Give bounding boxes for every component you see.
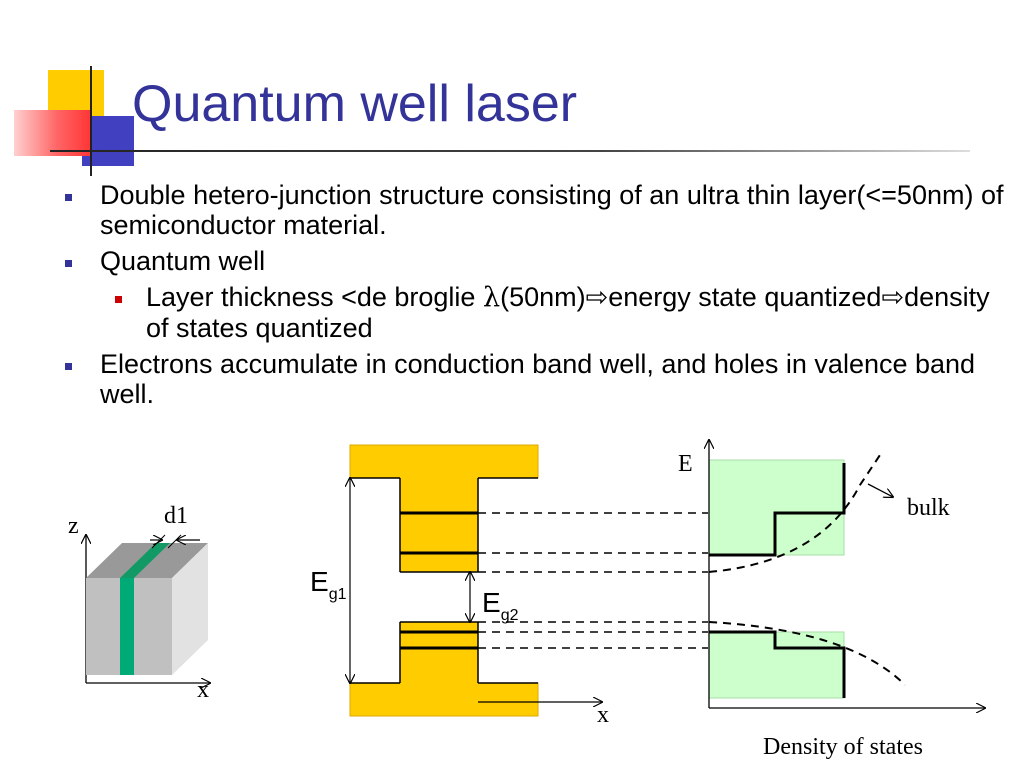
layer-top-face [120,543,170,578]
dos-axis-label: Density of states [763,734,923,760]
bullet-item: Double hetero-junction structure consist… [60,180,1010,240]
level-connectors [478,512,708,649]
deco-vertical-line [90,66,92,176]
block-side-face [172,543,208,675]
eg2-label: Eg2 [482,587,519,624]
bullet-item: Electrons accumulate in conduction band … [60,349,1010,409]
slide-title: Quantum well laser [132,75,578,133]
sub-bullet-marker [115,296,122,303]
bullet-marker [65,260,72,267]
lambda-symbol: λ [482,282,501,313]
z-label: z [68,513,79,539]
bulk-label: bulk [907,495,950,521]
bullet-marker [65,363,72,370]
bullet-text: Double hetero-junction structure consist… [100,180,1004,240]
band-diagram: Eg1 Eg2 x [310,444,609,728]
d1-label: d1 [164,503,188,529]
d1-tick [151,534,166,549]
bullet-text: Electrons accumulate in conduction band … [100,349,976,409]
deco-red-square [14,110,92,156]
bullet-text: Quantum well [100,246,266,276]
bullet-marker [65,194,72,201]
bullet-item: Quantum well [60,246,1010,276]
layer-block-figure: z d1 x [68,503,210,703]
sub-bullet-text: Layer thickness <de broglie λ(50nm)⇨ener… [146,282,990,343]
density-of-states-plot: E bulk Density of states [678,440,985,760]
dos-staircase-conduction [709,463,846,557]
d1-tick [167,534,182,549]
quantum-well-layer [120,578,134,675]
deco-horizontal-line [50,150,970,152]
bulk-curve-conduction [708,454,881,573]
bulk-pointer-arrow [867,483,893,497]
x-label: x [197,677,209,703]
bullet-list: Double hetero-junction structure consist… [60,180,1010,415]
dos-staircase-valence [709,630,846,698]
e-label: E [678,451,693,477]
eg1-label: Eg1 [310,566,347,603]
arrow-icon: ⇨ [585,282,609,312]
sub-bullet-item: Layer thickness <de broglie λ(50nm)⇨ener… [60,282,1010,343]
bulk-curve-valence [708,621,906,686]
arrow-icon: ⇨ [881,282,905,312]
x-label-band: x [597,702,609,728]
